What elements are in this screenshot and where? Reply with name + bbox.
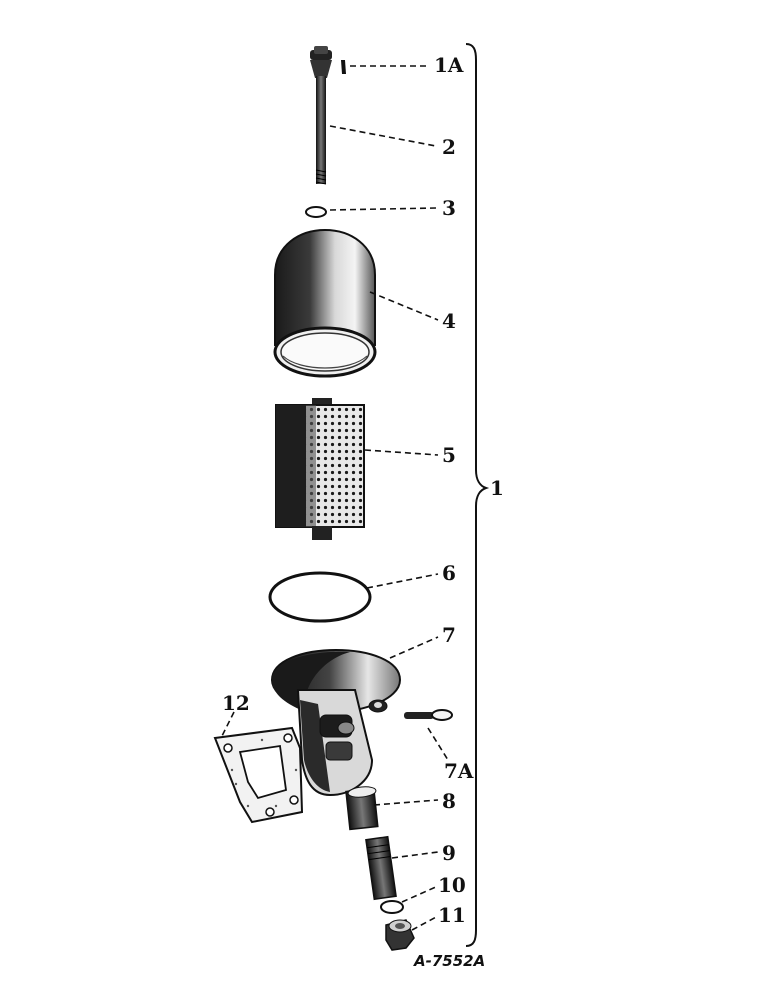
part-8-nipple [345,786,379,831]
callout-4: 4 [442,309,456,333]
part-7-filter-base [270,649,402,797]
part-5-filter-element [275,398,365,540]
callout-1a: 1A [434,53,464,77]
leader-lines [221,65,449,931]
part-7a-pin [404,709,453,721]
drawing-number: A-7552A [413,952,485,970]
callout-12: 12 [222,691,250,715]
callout-3: 3 [442,196,456,220]
callout-1: 1 [490,476,504,500]
part-9-tube [365,835,397,901]
callout-6: 6 [442,561,456,585]
assembly-brace [465,43,490,947]
callout-8: 8 [442,789,456,813]
part-1a-pin [341,60,346,74]
part-4-filter-shell [273,229,377,378]
callout-5: 5 [442,443,456,467]
callout-11: 11 [438,903,466,927]
part-6-gasket-ring [268,571,372,623]
part-11-drain-plug [385,919,415,951]
callout-10: 10 [438,873,466,897]
part-12-mounting-gasket [213,726,304,824]
callout-2: 2 [442,135,456,159]
callout-9: 9 [442,841,456,865]
callout-7: 7 [442,623,456,647]
part-3-gasket [305,206,327,218]
part-10-washer [380,900,404,914]
part-2-center-bolt [310,46,332,185]
callout-7a: 7A [444,759,474,783]
